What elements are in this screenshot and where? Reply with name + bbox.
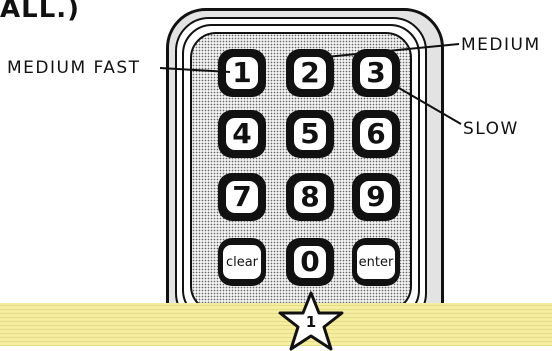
key-4[interactable]: 4: [218, 110, 266, 158]
key-8[interactable]: 8: [286, 173, 334, 221]
key-0[interactable]: 0: [286, 238, 334, 286]
clear-key[interactable]: clear: [218, 238, 266, 286]
key-7-label: 7: [226, 181, 258, 213]
page-badge-number: 1: [305, 313, 317, 331]
key-5[interactable]: 5: [286, 110, 334, 158]
key-8-label: 8: [294, 181, 326, 213]
enter-key-label: enter: [357, 245, 395, 279]
key-1-label: 1: [226, 57, 258, 89]
key-3-label: 3: [360, 57, 392, 89]
key-7[interactable]: 7: [218, 173, 266, 221]
intro-fragment: ALL.): [0, 0, 81, 24]
callout-slow: SLOW: [463, 119, 519, 139]
key-6[interactable]: 6: [352, 110, 400, 158]
enter-key[interactable]: enter: [352, 238, 400, 286]
key-5-label: 5: [294, 118, 326, 150]
bottom-banner: [0, 303, 552, 346]
key-9[interactable]: 9: [352, 173, 400, 221]
star-badge-icon: [278, 291, 344, 351]
clear-key-label: clear: [223, 245, 261, 279]
key-9-label: 9: [360, 181, 392, 213]
key-2[interactable]: 2: [286, 49, 334, 97]
key-2-label: 2: [294, 57, 326, 89]
key-0-label: 0: [294, 246, 326, 278]
key-3[interactable]: 3: [352, 49, 400, 97]
key-6-label: 6: [360, 118, 392, 150]
callout-medium-fast: MEDIUM FAST: [7, 58, 141, 78]
key-1[interactable]: 1: [218, 49, 266, 97]
callout-medium: MEDIUM: [461, 35, 541, 55]
key-4-label: 4: [226, 118, 258, 150]
